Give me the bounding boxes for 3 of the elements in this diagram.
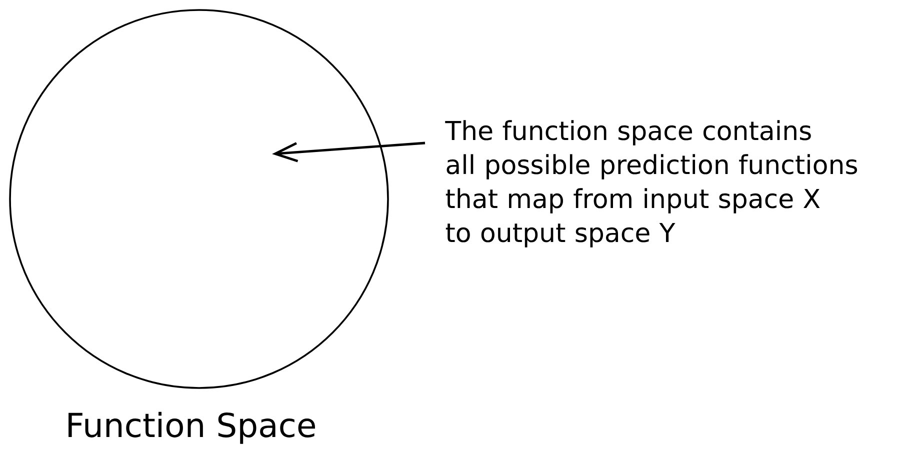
circle-label: Function Space (68, 412, 315, 444)
annotation-text: The function space contains all possible prediction functions that map from input space X to output space Y (445, 120, 858, 248)
arrow (272, 142, 426, 162)
